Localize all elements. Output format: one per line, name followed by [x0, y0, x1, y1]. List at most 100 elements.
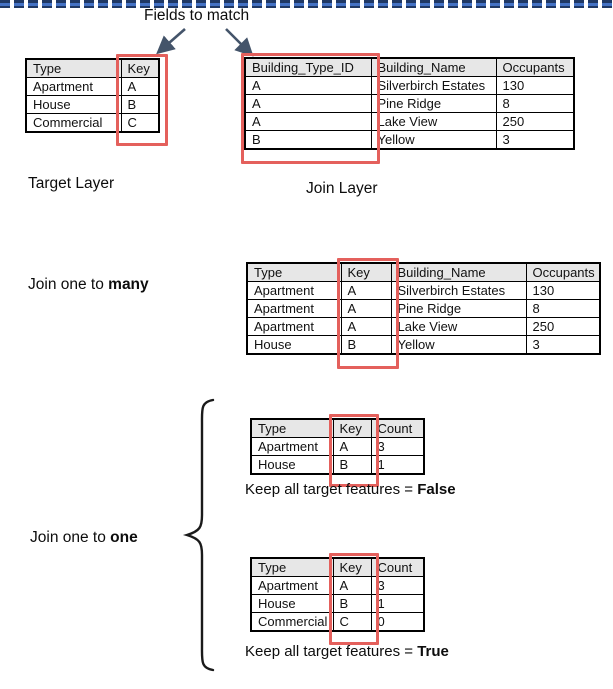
column-header: Count [370, 418, 425, 438]
label-bold-text: one [110, 529, 138, 546]
caption-text: Keep all target features = [245, 481, 418, 498]
table-cell: 3 [495, 130, 575, 150]
column-header: Building_Type_ID [244, 57, 372, 77]
column-header: Occupants [525, 262, 601, 282]
table-cell: A [340, 317, 392, 336]
arrow-down-left-icon [156, 28, 186, 55]
table-cell: A [244, 112, 372, 131]
table-cell: Apartment [250, 576, 334, 595]
column-header: Type [250, 557, 334, 577]
match-arrows [156, 28, 254, 57]
table-cell: A [332, 437, 372, 456]
column-header: Key [332, 418, 372, 438]
keep-false-caption: Keep all target features = False [245, 481, 456, 498]
table-cell: B [340, 335, 392, 355]
label-text: Join one to [30, 529, 111, 546]
table-cell: Pine Ridge [390, 299, 527, 318]
table-cell: Lake View [390, 317, 527, 336]
column-header: Type [250, 418, 334, 438]
caption-text: Keep all target features = [245, 643, 418, 660]
table-cell: B [332, 594, 372, 613]
table-cell: House [246, 335, 342, 355]
column-header: Type [246, 262, 342, 282]
caption-bold-text: True [417, 643, 449, 660]
table-cell: House [250, 455, 334, 475]
table-cell: Commercial [250, 612, 334, 632]
arrow-down-right-icon [225, 28, 254, 57]
table-cell: 250 [495, 112, 575, 131]
table-cell: House [250, 594, 334, 613]
table-cell: 0 [370, 612, 425, 632]
column-header: Key [332, 557, 372, 577]
column-header: Building_Name [370, 57, 497, 77]
table-cell: Silverbirch Estates [390, 281, 527, 300]
table-cell: Pine Ridge [370, 94, 497, 113]
table-cell: 130 [525, 281, 601, 300]
label-bold-text: many [108, 276, 149, 293]
table-cell: A [244, 76, 372, 95]
left-curly-brace-icon [182, 398, 215, 672]
table-cell: Yellow [370, 130, 497, 150]
table-cell: A [244, 94, 372, 113]
table-cell: Apartment [250, 437, 334, 456]
table-cell: Apartment [246, 299, 342, 318]
table-cell: C [332, 612, 372, 632]
table-cell: A [332, 576, 372, 595]
table-cell: B [120, 95, 160, 114]
table-cell: Apartment [246, 281, 342, 300]
fields-to-match-label: Fields to match [144, 7, 250, 24]
join-one-to-many-label: Join one to many [28, 276, 149, 294]
table-cell: Commercial [25, 113, 122, 133]
table-cell: C [120, 113, 160, 133]
table-cell: 1 [370, 455, 425, 475]
label-text: Join one to [28, 276, 109, 293]
column-header: Building_Name [390, 262, 527, 282]
table-cell: Apartment [246, 317, 342, 336]
table-cell: Silverbirch Estates [370, 76, 497, 95]
join-layer-label: Join Layer [306, 180, 378, 197]
table-cell: A [340, 281, 392, 300]
table-cell: 8 [495, 94, 575, 113]
keep-true-caption: Keep all target features = True [245, 643, 449, 660]
table-cell: B [244, 130, 372, 150]
table-cell: 130 [495, 76, 575, 95]
table-cell: A [340, 299, 392, 318]
join-one-to-one-label: Join one to one [30, 529, 138, 547]
table-cell: A [120, 77, 160, 96]
caption-bold-text: False [417, 481, 456, 498]
table-cell: 3 [370, 576, 425, 595]
column-header: Key [120, 58, 160, 78]
table-cell: Apartment [25, 77, 122, 96]
table-cell: 250 [525, 317, 601, 336]
column-header: Type [25, 58, 122, 78]
table-cell: 8 [525, 299, 601, 318]
